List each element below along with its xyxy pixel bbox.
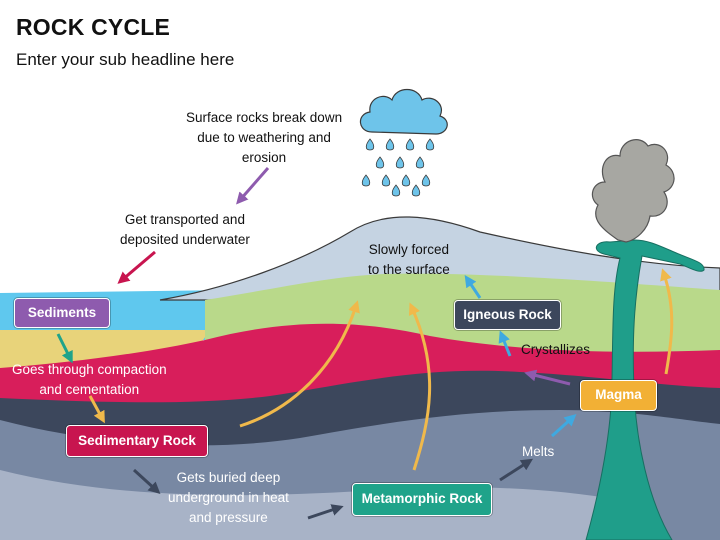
page-title: ROCK CYCLE	[16, 14, 171, 40]
raindrop	[401, 174, 411, 187]
igneous-rock-stage: Igneous Rock	[454, 300, 561, 330]
sediments-down-arrow	[56, 333, 73, 364]
raindrop	[395, 156, 405, 169]
metamorphic-arrow	[307, 504, 344, 520]
transport-arrow	[117, 250, 156, 284]
burial-note: Gets buried deep underground in heat and…	[168, 470, 289, 525]
raindrop	[385, 138, 395, 151]
weathering-arrow	[236, 167, 270, 205]
crystallizes-label: Crystallizes	[521, 342, 591, 357]
uplift-note: Slowly forced to the surface	[368, 242, 450, 277]
sedimentary-rock-stage: Sedimentary Rock	[66, 425, 208, 457]
rain-cloud	[359, 88, 448, 135]
uplift-arrow-left	[239, 300, 360, 428]
magma-stage: Magma	[580, 380, 657, 411]
melts-blue-arrow	[550, 413, 577, 438]
raindrops	[361, 138, 435, 197]
magma-left-arrow	[524, 369, 571, 386]
compaction-arrow	[88, 395, 105, 424]
compaction-note: Goes through compaction and cementation	[12, 362, 167, 397]
smoke-plume	[591, 139, 675, 243]
melts-arrow	[499, 458, 534, 482]
weathering-note: Surface rocks break down due to weatheri…	[186, 110, 343, 165]
raindrop	[415, 156, 425, 169]
crystallizes-arrow	[498, 330, 512, 357]
metamorphic-rock-stage: Metamorphic Rock	[352, 483, 492, 516]
raindrop	[405, 138, 415, 151]
raindrop	[411, 184, 421, 197]
raindrop	[381, 174, 391, 187]
sediments-stage: Sediments	[14, 298, 110, 328]
raindrop	[425, 138, 435, 151]
raindrop	[365, 138, 375, 151]
transport-note: Get transported and deposited underwater	[120, 212, 250, 247]
uplift-arrow-right	[660, 268, 674, 375]
melts-label: Melts	[522, 444, 555, 459]
raindrop	[375, 156, 385, 169]
raindrop	[391, 184, 401, 197]
page-subtitle: Enter your sub headline here	[16, 50, 235, 69]
igneous-up-arrow	[464, 275, 482, 299]
uplift-arrow-center	[408, 302, 432, 471]
raindrop	[361, 174, 371, 187]
raindrop	[421, 174, 431, 187]
burial-arrow	[132, 468, 161, 495]
